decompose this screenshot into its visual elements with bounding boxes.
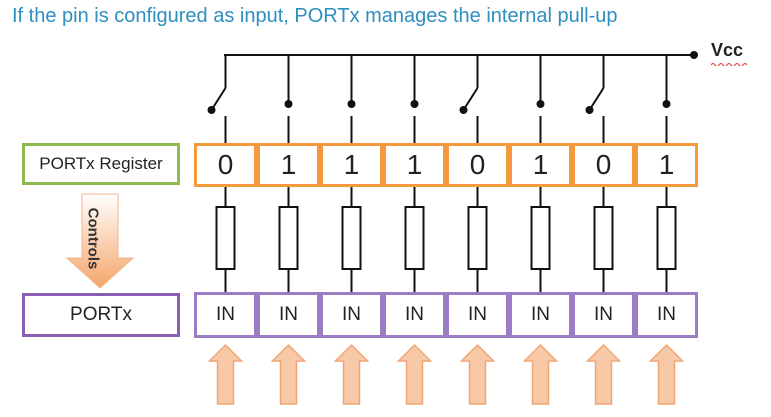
resistor	[404, 206, 425, 270]
input-pin: IN	[383, 292, 446, 338]
pull-up-circuit	[404, 55, 425, 292]
input-pin: IN	[194, 292, 257, 338]
resistor	[530, 206, 551, 270]
input-pin: IN	[446, 292, 509, 338]
switch-open	[210, 87, 227, 111]
register-bit: 0	[446, 143, 509, 187]
input-arrow	[270, 343, 307, 405]
input-arrow	[648, 343, 685, 405]
register-bit: 1	[383, 143, 446, 187]
caption: If the pin is configured as input, PORTx…	[12, 5, 618, 27]
pull-up-circuit	[341, 55, 362, 292]
vcc-label: Vcc	[711, 40, 744, 60]
controls-arrow	[65, 193, 135, 289]
input-arrow	[459, 343, 496, 405]
input-pin: IN	[320, 292, 383, 338]
pull-up-circuit	[459, 55, 488, 292]
input-arrow	[522, 343, 559, 405]
input-pin: IN	[572, 292, 635, 338]
input-arrow	[396, 343, 433, 405]
resistor	[656, 206, 677, 270]
resistor	[341, 206, 362, 270]
pull-up-circuit	[656, 55, 677, 292]
resistor	[467, 206, 488, 270]
input-arrow	[333, 343, 370, 405]
resistor	[278, 206, 299, 270]
vcc-node	[690, 51, 698, 59]
input-pin: IN	[257, 292, 320, 338]
switch-open	[588, 87, 605, 111]
resistor	[593, 206, 614, 270]
pull-up-circuit	[207, 55, 236, 292]
input-pin: IN	[509, 292, 572, 338]
spellcheck-squiggle	[711, 63, 748, 66]
resistor	[215, 206, 236, 270]
pull-up-circuit	[530, 55, 551, 292]
port-label: PORTx	[22, 293, 180, 337]
register-bit: 0	[572, 143, 635, 187]
pull-up-circuit	[585, 55, 614, 292]
switch-open	[462, 87, 479, 111]
register-bit: 1	[635, 143, 698, 187]
register-bit: 0	[194, 143, 257, 187]
register-bit: 1	[509, 143, 572, 187]
register-bit: 1	[320, 143, 383, 187]
pull-up-circuit	[278, 55, 299, 292]
register-label: PORTx Register	[22, 143, 180, 185]
input-pin: IN	[635, 292, 698, 338]
input-arrow	[207, 343, 244, 405]
register-bit: 1	[257, 143, 320, 187]
input-arrow	[585, 343, 622, 405]
